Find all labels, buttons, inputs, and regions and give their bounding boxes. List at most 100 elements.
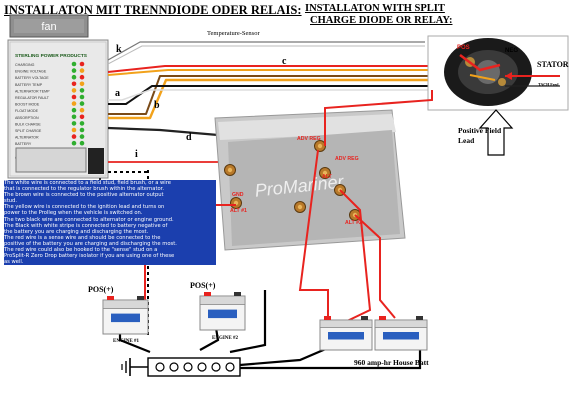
bus-terminal [155, 362, 165, 372]
isolator-terminal-label: ALT #1 [230, 208, 247, 214]
battery [374, 316, 428, 351]
wire-letter-i: i [135, 149, 138, 160]
panel-row-label: ABSORPTION [15, 116, 39, 120]
isolator-stud-nut [297, 204, 303, 210]
field-lead-arrow [478, 109, 514, 156]
isolator-terminal-label: ADV REG [335, 156, 359, 162]
panel-row-label: BOOST MODE [15, 103, 40, 107]
panel-led [71, 127, 77, 133]
panel-led [79, 68, 85, 73]
description-line: power to the Prolleg when the vehicle is… [4, 210, 143, 217]
house-batt-label: 960 amp-hr House Batt [354, 358, 429, 367]
isolator-terminal-label: ALT #2 [345, 220, 362, 226]
ground-bus [121, 357, 241, 377]
pos1-label: POS(+) [88, 285, 114, 294]
panel-brand: STERLING POWER PRODUCTS [15, 53, 88, 59]
panel-row-label: BATTERY [15, 142, 32, 146]
description-line: the battery you are charging and dischar… [4, 228, 149, 235]
bus-terminal [225, 362, 235, 372]
description-line: The white wire is connected to a field s… [4, 180, 171, 186]
description-line: The two black wire are connected to alte… [4, 216, 174, 223]
panel-led [71, 134, 77, 139]
panel-row-label: BATTERY VOLTAGE [15, 76, 49, 80]
fan-label: fan [41, 21, 56, 33]
wire-b [108, 78, 440, 120]
wire-letter-b: b [154, 100, 160, 111]
pos2-label: POS(+) [190, 281, 216, 290]
panel-row-label: ENGINE VOLTAGE [15, 70, 47, 74]
alt-pos-label: POS [457, 45, 470, 51]
engine1-label: ENGINE #1 [113, 339, 139, 344]
battery [199, 292, 246, 331]
regulator-panel: fan STERLING POWER PRODUCTS CHARGING ENGI… [7, 14, 109, 179]
description-line: that is connected to the regulator brush… [4, 186, 164, 193]
description-line: ProSplit-R Zero Drop battery isolator if… [4, 253, 175, 260]
bus-terminal [183, 362, 193, 372]
description-line: as well. [4, 259, 24, 266]
panel-row-label: REGULATOR FAULT [15, 96, 50, 100]
description-line: The Black with white stripe is connected… [4, 222, 168, 229]
panel-row-label: ALTERNATOR [15, 136, 39, 140]
panel-led [79, 81, 85, 87]
panel-led [79, 127, 85, 133]
panel-led [71, 140, 77, 146]
wire-letter-c: c [282, 56, 287, 67]
panel-rows: CHARGING ENGINE VOLTAGE BATTERY VOLTAGE BAT… [15, 61, 85, 146]
isolator-terminal-label: ADV REG [297, 136, 321, 142]
panel-led [79, 134, 85, 139]
wire-letter-a: a [115, 88, 120, 99]
title-left: INSTALLATON MIT TRENNDIODE ODER RELAIS: [4, 3, 302, 17]
description-text: The white wire is connected to a field s… [4, 180, 216, 266]
battery [102, 296, 149, 335]
wire-d [107, 126, 219, 137]
panel-led [71, 61, 77, 67]
positive-field-label-2: Lead [458, 136, 475, 145]
description-line: The red wire could also be hooked to the… [4, 247, 158, 254]
positive-field-label-1: Positive Field [458, 126, 502, 135]
panel-led [71, 88, 77, 93]
panel-led [79, 107, 85, 113]
wire-k [107, 41, 425, 61]
panel-row-label: CHARGING [15, 63, 35, 67]
panel-row-label: BULK CHARGE [15, 122, 41, 126]
panel-led [71, 94, 77, 100]
wire-letter-k: k [116, 44, 122, 55]
description-line: stud. [4, 198, 17, 205]
panel-led [71, 101, 77, 106]
panel-row-label: SPLIT CHARGE [15, 129, 42, 133]
battery [319, 316, 373, 351]
description-line: positive of the battery you are charging… [4, 240, 177, 247]
isolator-stud-nut [322, 170, 328, 176]
panel-led [79, 121, 85, 126]
panel-led [79, 74, 85, 80]
bus-terminal [197, 362, 207, 372]
panel-led [71, 68, 77, 73]
isolator-terminal-label: ALT [322, 174, 333, 180]
isolator-stud-nut [227, 167, 233, 173]
temp-sensor-label: Temperature-Sensor [207, 30, 260, 37]
panel-led [79, 94, 85, 100]
engine2-label: ENGINE #2 [212, 336, 238, 341]
alt-neg-label: NEG [505, 48, 518, 54]
stator-label: STATOR [537, 60, 569, 69]
panel-row-label: ALTERNATOR TEMP [15, 89, 50, 93]
wire-a [108, 85, 470, 105]
wire-c-red [107, 65, 450, 73]
alternator: POS NEG [427, 35, 569, 156]
panel-led [79, 61, 85, 67]
panel-led [71, 121, 77, 126]
title-right-line1: INSTALLATON WITH SPLIT [305, 3, 445, 14]
title-right-line2: CHARGE DIODE OR RELAY: [310, 15, 453, 26]
panel-led [71, 74, 77, 80]
description-line: The red wire is a sense wire and should … [4, 234, 161, 241]
panel-led [79, 101, 85, 106]
wire-letter-d: d [186, 132, 192, 143]
panel-led [71, 107, 77, 113]
panel-led [79, 88, 85, 93]
panel-row-label: BATTERY TEMP [15, 83, 43, 87]
bus-terminal [211, 362, 221, 372]
panel-led [79, 114, 85, 120]
batteries [102, 292, 428, 351]
